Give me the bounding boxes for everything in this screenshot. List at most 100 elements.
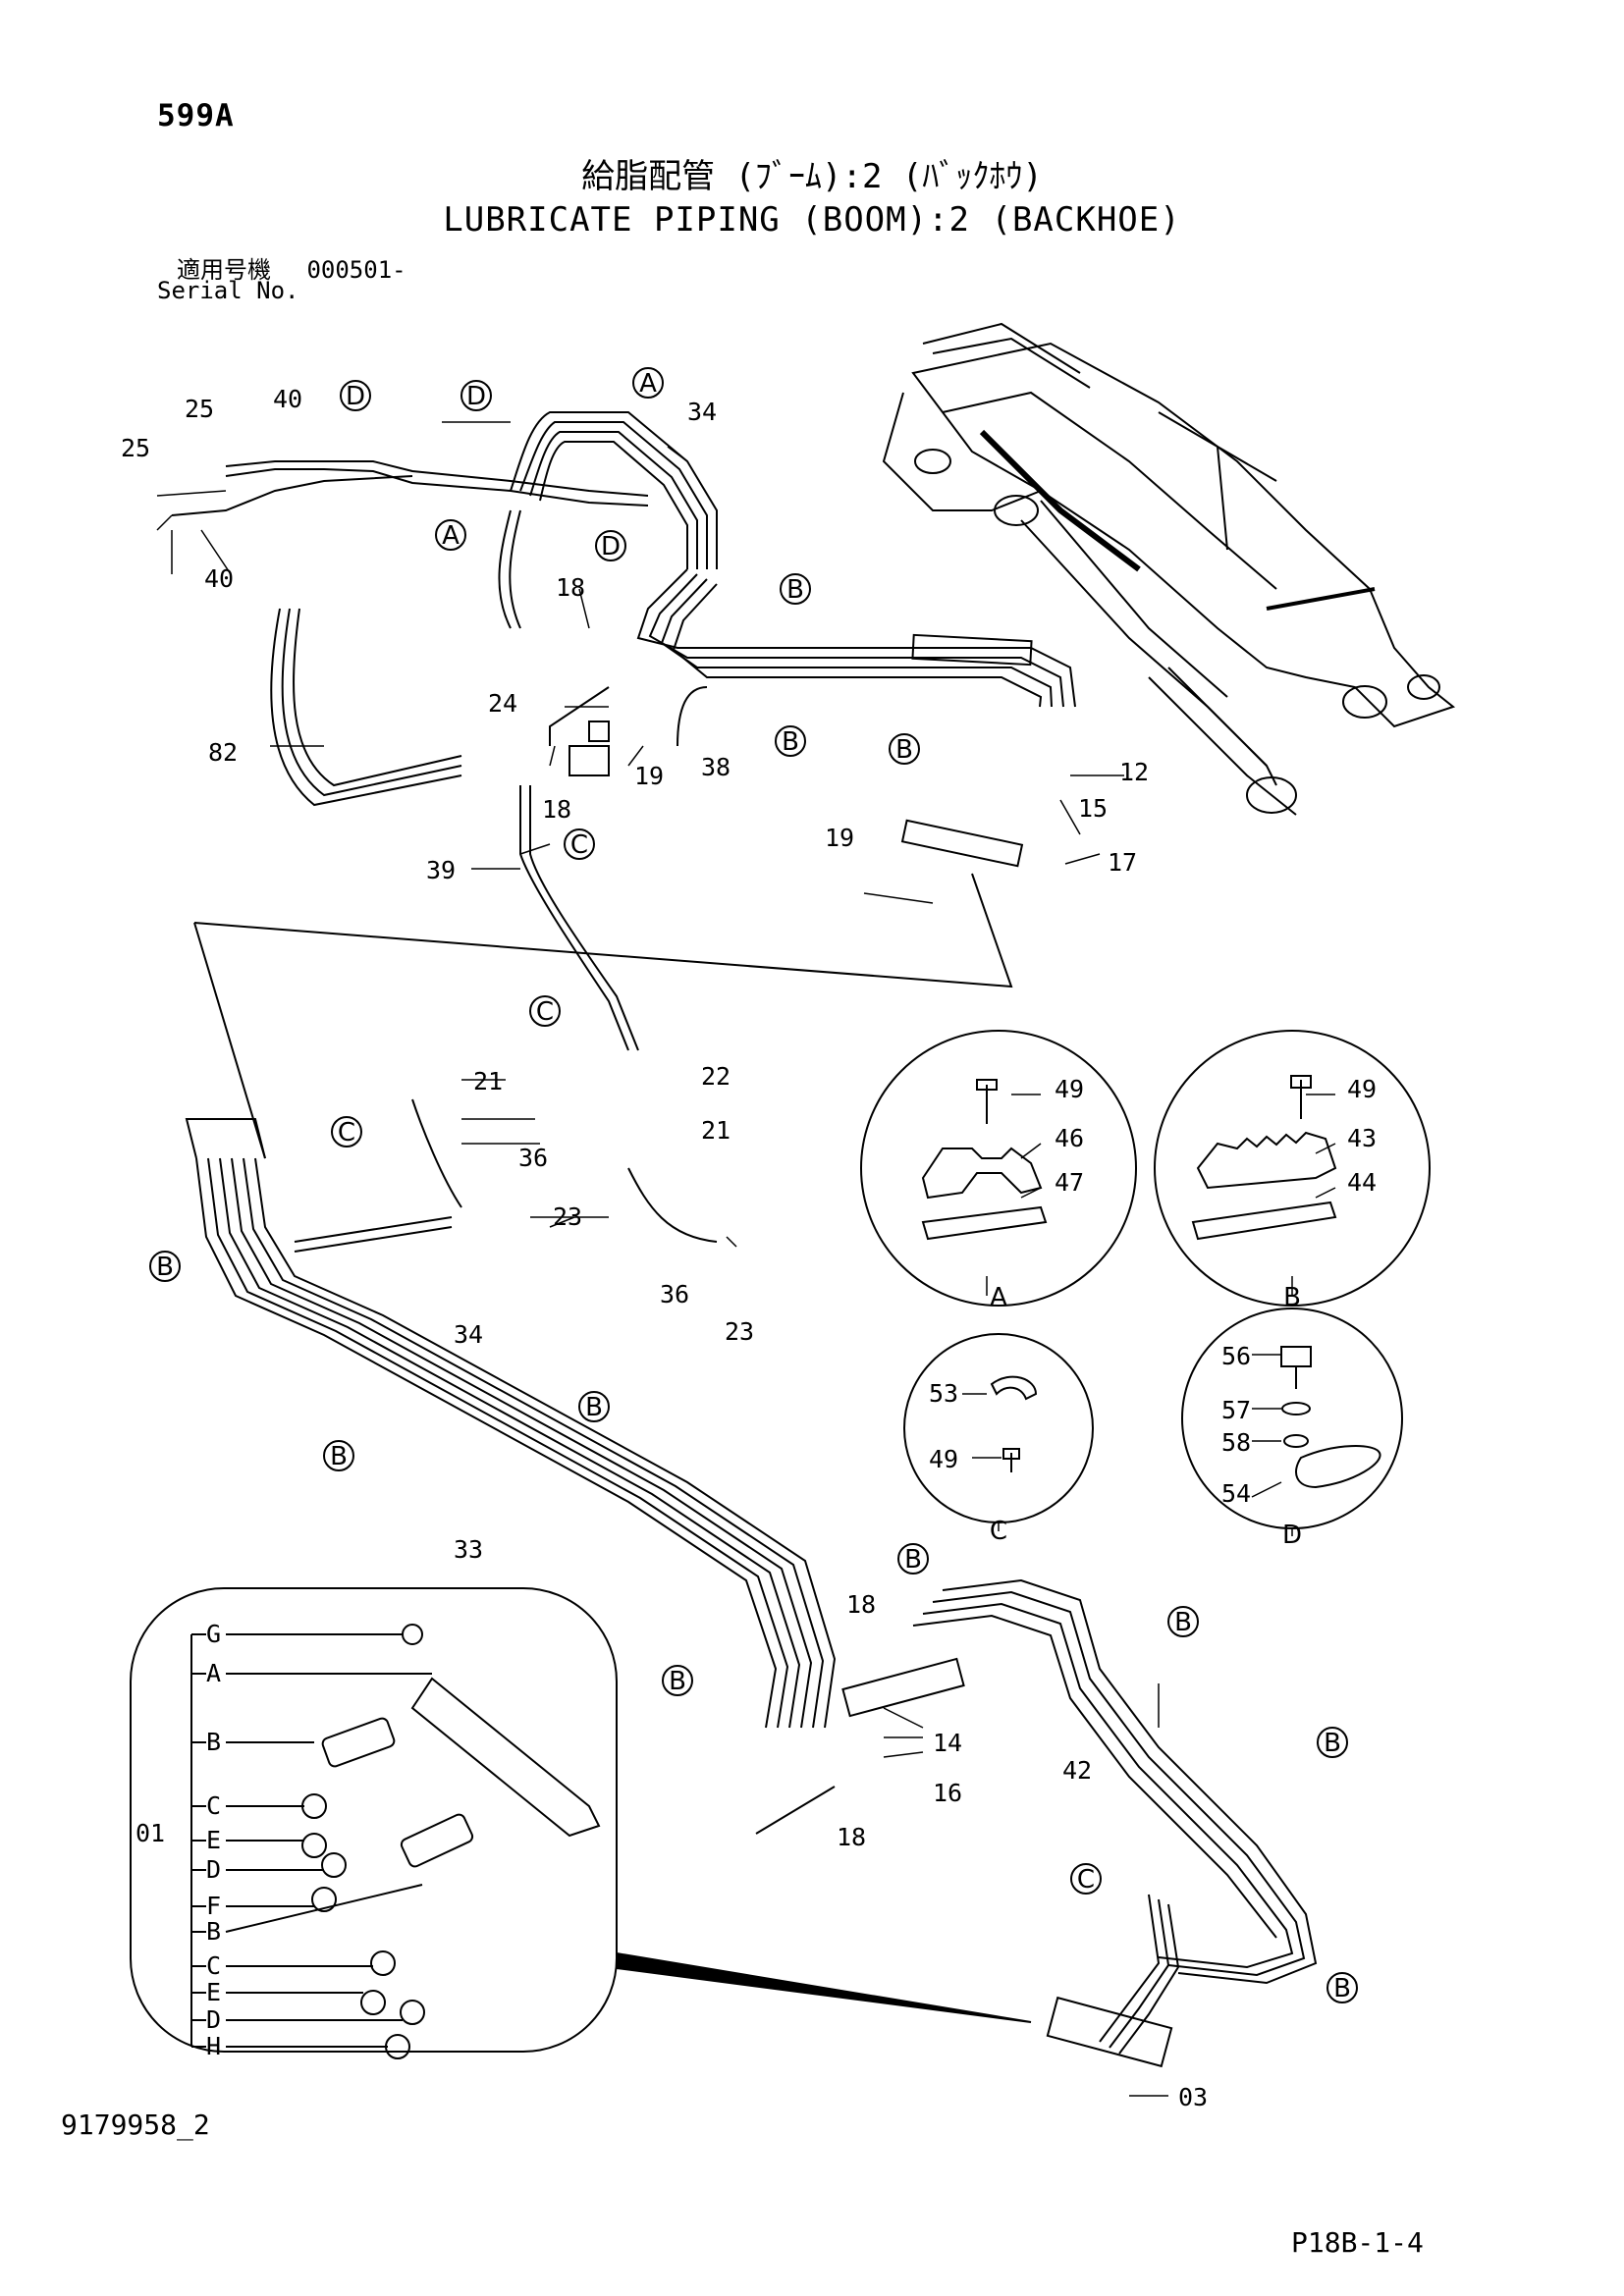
part-label: 16: [933, 1779, 962, 1807]
callout-b-11: B: [1333, 1974, 1351, 2003]
part-label: 49: [929, 1445, 958, 1473]
part-label: 53: [929, 1379, 958, 1408]
inset-letter: G: [206, 1620, 221, 1648]
part-label: 25: [121, 434, 150, 462]
inset-parts: [190, 1624, 601, 2059]
title-japanese: 給脂配管 (ﾌﾞｰﾑ):2 (ﾊﾞｯｸﾎｳ): [581, 157, 1043, 196]
callout-b-4: B: [156, 1253, 174, 1282]
callout-b-3: B: [895, 735, 913, 765]
detail-caption-b: B: [1283, 1283, 1301, 1312]
part-label: 58: [1221, 1428, 1251, 1457]
part-label: 47: [1055, 1168, 1084, 1197]
part-number-labels: 25 25 40 40 34 18 24 82 19 38 18 12 15 1…: [121, 385, 1377, 2111]
part-label: 42: [1062, 1756, 1092, 1785]
inset-letter: D: [206, 2005, 221, 2034]
detail-circle-c: [903, 1333, 1094, 1523]
inset-pointer: [616, 1951, 1032, 2023]
detail-circle-d: [1181, 1308, 1403, 1529]
part-label: 39: [426, 856, 456, 884]
page-reference: P18B-1-4: [1291, 2226, 1424, 2259]
part-label: 34: [687, 398, 717, 426]
inset-letters: G A B C E D F B C E D H: [206, 1620, 221, 2060]
title-english: LUBRICATE PIPING (BOOM):2 (BACKHOE): [443, 200, 1181, 240]
part-label: 22: [701, 1062, 731, 1091]
part-label: 44: [1347, 1168, 1377, 1197]
callout-c-2: C: [536, 997, 554, 1027]
part-label: 23: [553, 1202, 582, 1231]
part-label: 18: [846, 1590, 876, 1619]
inset-letter: E: [206, 1826, 221, 1854]
assembly-leader: [193, 873, 1013, 1159]
detail-b-parts: [1191, 1075, 1337, 1241]
inset-letter: B: [206, 1728, 221, 1756]
leader-line: [755, 1786, 836, 1835]
part-label: 46: [1055, 1124, 1084, 1152]
part-label: 18: [837, 1823, 866, 1851]
page-code: 599A: [157, 98, 235, 133]
serial-value: 000501-: [306, 256, 406, 284]
part-label: 57: [1221, 1396, 1251, 1424]
part-label: 14: [933, 1729, 962, 1757]
callout-d-3: D: [601, 532, 621, 561]
part-label: 18: [556, 573, 585, 602]
callout-b-5: B: [330, 1442, 348, 1471]
part-label: 49: [1055, 1075, 1084, 1103]
lower-piping: [185, 633, 1318, 2068]
callout-b-10: B: [1324, 1729, 1341, 1758]
callout-c-4: C: [1077, 1865, 1095, 1895]
part-label: 33: [454, 1535, 483, 1564]
callout-c-1: C: [570, 830, 588, 860]
part-label: 36: [518, 1144, 548, 1172]
callout-b-6: B: [585, 1393, 603, 1422]
callout-b-7: B: [669, 1667, 686, 1696]
serial-label-en: Serial No.: [157, 277, 299, 304]
part-label: 36: [660, 1280, 689, 1308]
part-label: 82: [208, 738, 238, 767]
detail-caption-c: C: [990, 1517, 1007, 1546]
part-label: 43: [1347, 1124, 1377, 1152]
detail-a-parts: [921, 1079, 1048, 1241]
detail-caption-d: D: [1282, 1521, 1302, 1550]
inset-letter: F: [206, 1892, 221, 1920]
inset-letter: C: [206, 1951, 221, 1980]
serial-label-jp: 適用号機 000501-: [177, 250, 406, 285]
part-label: 19: [825, 824, 854, 852]
callout-a-2: A: [442, 521, 460, 551]
inset-box: [130, 1587, 618, 2053]
callout-a-1: A: [639, 369, 657, 399]
part-label: 25: [185, 395, 214, 423]
detail-d-parts: [1280, 1346, 1381, 1489]
part-label: 23: [725, 1317, 754, 1346]
detail-caption-a: A: [990, 1283, 1007, 1312]
part-label: 40: [273, 385, 302, 413]
inset-letter: B: [206, 1917, 221, 1946]
detail-circle-b: [1154, 1030, 1431, 1307]
part-label: 56: [1221, 1342, 1251, 1370]
serial-label-jp-text: 適用号機: [177, 256, 271, 284]
inset-letter: A: [206, 1659, 221, 1687]
inset-letter: C: [206, 1791, 221, 1820]
callout-b-2: B: [782, 727, 799, 757]
detail-circle-a: [860, 1030, 1137, 1307]
inset-letter: D: [206, 1855, 221, 1884]
part-label: 19: [634, 762, 664, 790]
callout-d-1: D: [346, 382, 365, 411]
part-label: 40: [204, 564, 234, 593]
inset-letter: E: [206, 1978, 221, 2006]
leader-lines: [156, 421, 1336, 2097]
drawing-number: 9179958_2: [61, 2109, 210, 2141]
callout-d-2: D: [466, 382, 486, 411]
part-label: 21: [473, 1067, 503, 1095]
part-label: 18: [542, 795, 571, 824]
part-label: 15: [1078, 794, 1108, 823]
callout-c-3: C: [338, 1118, 355, 1148]
part-label: 24: [488, 689, 517, 718]
boom-illustration: [882, 322, 1456, 816]
part-label: 21: [701, 1116, 731, 1145]
part-label: 49: [1347, 1075, 1377, 1103]
part-label: 34: [454, 1320, 483, 1349]
detail-captions: A B C D: [990, 1283, 1302, 1550]
callout-letters: D D A B B B A D C C C B B B B B B B C B: [156, 369, 1351, 2003]
part-label: 03: [1178, 2083, 1208, 2111]
